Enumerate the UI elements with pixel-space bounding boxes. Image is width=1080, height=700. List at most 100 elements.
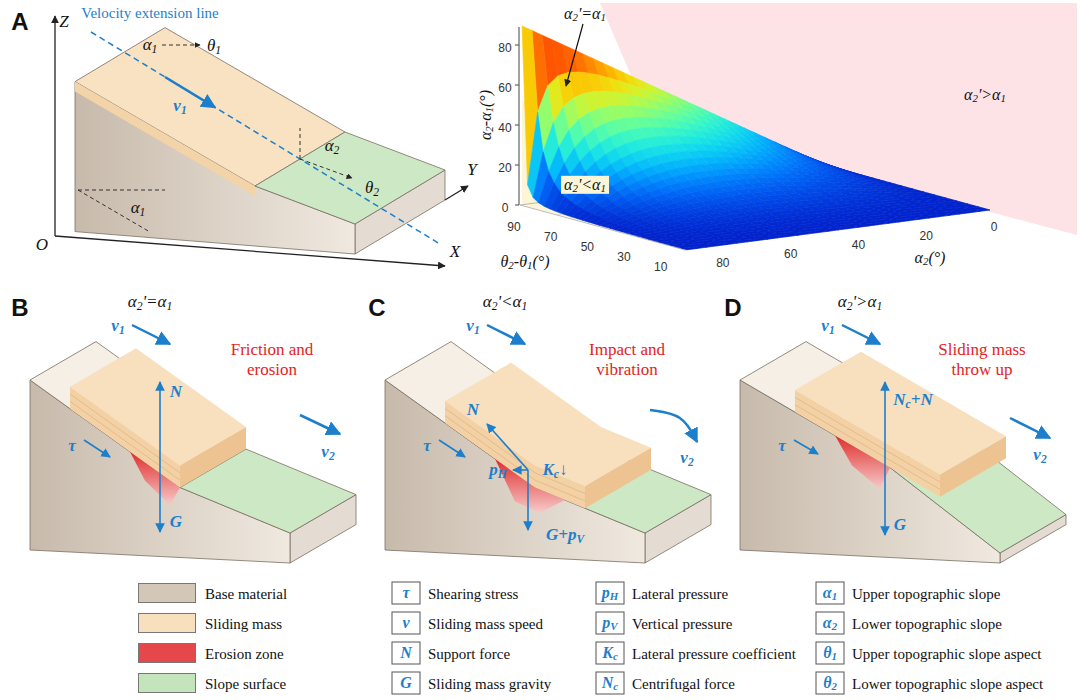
force-symbol: N — [467, 400, 479, 420]
region-label: α2'>α1 — [961, 86, 1009, 104]
axis-label: Z — [59, 12, 68, 32]
subscript: 1 — [152, 43, 158, 56]
tick-label: 20 — [498, 162, 511, 176]
condition-label: α2'>α1 — [838, 292, 883, 312]
tick-label: 70 — [544, 231, 557, 245]
legend-text: Lateral pressure coefficient — [632, 646, 796, 663]
velocity-arrow — [300, 415, 340, 434]
sliding-mass-layer — [70, 401, 180, 480]
y-axis — [445, 186, 468, 200]
legend-symbol: α2 — [823, 614, 837, 632]
angle-symbol: α2 — [325, 136, 340, 156]
velocity-arrow — [132, 325, 170, 344]
legend-symbol-box — [392, 672, 420, 694]
subscript: 1 — [831, 650, 836, 662]
subscript: 1 — [474, 324, 480, 337]
axis-label: Y — [467, 160, 476, 180]
tick-label: 60 — [784, 248, 797, 262]
tick-mark — [515, 165, 519, 166]
legend-symbol: θ1 — [823, 644, 837, 662]
stress-symbol: τ — [68, 436, 76, 456]
force-symbol: pH — [489, 460, 506, 480]
force-symbol: G+pV — [546, 525, 584, 545]
tick-label: 80 — [716, 257, 729, 271]
plot-z-axis — [519, 27, 520, 205]
tick-mark — [515, 125, 519, 126]
subscript: 2 — [572, 11, 577, 23]
velocity-symbol: v1 — [821, 316, 834, 336]
force-symbol: G — [170, 512, 182, 532]
tick-label: 20 — [920, 230, 933, 244]
angle-symbol: θ1 — [207, 36, 221, 56]
legend-symbol: Nc — [602, 674, 618, 692]
velocity-arrow — [650, 410, 697, 442]
subscript: 2 — [1041, 453, 1047, 466]
subscript: H — [610, 590, 618, 602]
subscript: 1 — [601, 11, 606, 23]
subscript: c — [906, 398, 911, 411]
subscript: 1 — [140, 206, 146, 219]
panel-letter: D — [724, 294, 741, 322]
mechanism-note: Impact and vibration — [571, 340, 683, 379]
subscript: 2 — [492, 300, 498, 313]
velocity-arrow — [487, 325, 525, 344]
legend-text: Shearing stress — [428, 586, 518, 603]
legend-symbol: N — [400, 644, 412, 662]
condition-label: α2'<α1 — [483, 292, 528, 312]
subscript: V — [610, 620, 617, 632]
legend-symbol-box — [392, 582, 420, 604]
legend-text: Lower topographic slope — [852, 616, 1002, 633]
legend-text: Base material — [205, 586, 287, 603]
legend-text: Upper topographic slope aspect — [852, 646, 1042, 663]
subscript: 2 — [137, 300, 143, 313]
surface-plot — [522, 26, 990, 250]
sliding-mass-section — [795, 390, 940, 497]
sliding-mass-front — [180, 427, 246, 487]
legend-symbol-box — [596, 582, 624, 604]
velocity-symbol: v2 — [680, 448, 693, 468]
stress-symbol: τ — [423, 436, 431, 456]
subscript: 1 — [1001, 92, 1006, 104]
grid-line — [622, 192, 787, 237]
subscript: 2 — [688, 456, 694, 469]
legend-symbol: pV — [602, 614, 617, 632]
subscript: 2 — [334, 144, 340, 157]
legend-symbol-box — [816, 582, 844, 604]
aspect-line — [300, 159, 352, 178]
velocity-arrow — [165, 77, 215, 107]
subscript: 2 — [831, 680, 836, 692]
tick-label: 40 — [852, 239, 865, 253]
subscript: 2 — [972, 92, 977, 104]
mechanism-note: Sliding mass throw up — [926, 340, 1038, 379]
aspect-arrow — [162, 45, 200, 46]
legend-symbol: G — [400, 674, 412, 692]
horizontal-reference — [78, 190, 165, 191]
legend-text: Lateral pressure — [632, 586, 728, 603]
legend-text: Slope surface — [205, 676, 286, 693]
subscript: 2 — [923, 255, 928, 267]
grid-line — [593, 185, 898, 225]
stress-arrow — [84, 440, 110, 457]
panel-letter: A — [11, 8, 28, 36]
sliding-mass-layer — [795, 405, 940, 490]
legend-symbol: τ — [402, 584, 409, 602]
subscript: 2 — [329, 450, 335, 463]
angle-symbol: θ2 — [365, 178, 379, 198]
force-symbol: G — [894, 515, 906, 535]
pointer-arrow — [566, 24, 583, 86]
sliding-mass-layer — [70, 394, 180, 473]
legend-text: Erosion zone — [205, 646, 284, 663]
tick-mark — [515, 45, 519, 46]
legend-swatch — [138, 673, 196, 693]
legend-symbol-box — [816, 612, 844, 634]
tick-label: 50 — [581, 241, 594, 255]
mechanism-note: Friction and erosion — [216, 340, 328, 379]
subscript: 1 — [181, 104, 187, 117]
line-label: Velocity extension line — [81, 5, 218, 22]
sliding-mass-front — [585, 448, 651, 508]
subscript: 1 — [166, 300, 172, 313]
tick-mark — [515, 85, 519, 86]
legend-symbol-box — [816, 672, 844, 694]
stress-arrow — [439, 440, 465, 457]
